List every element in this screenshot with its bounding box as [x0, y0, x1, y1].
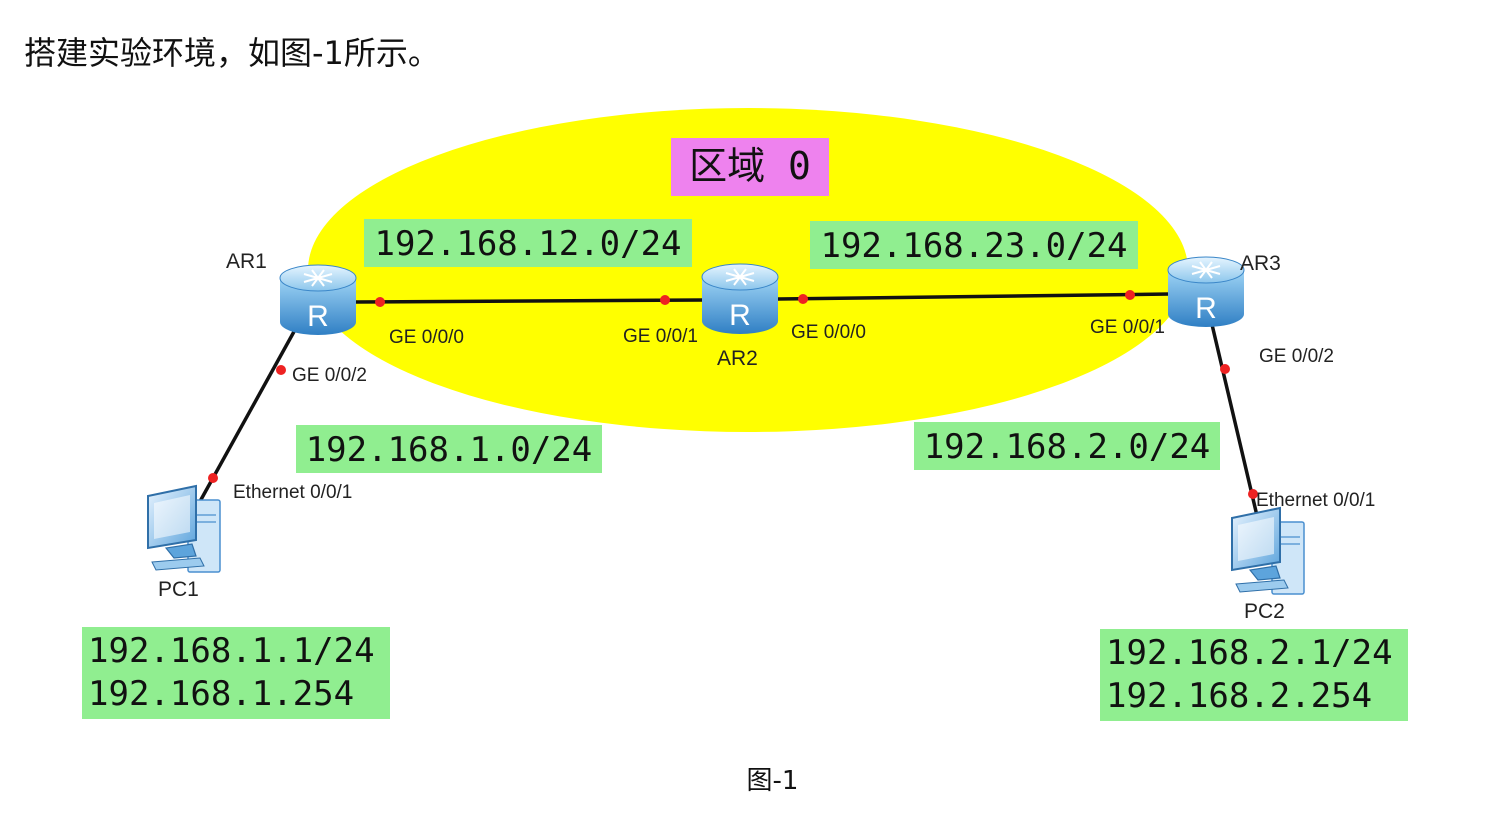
area-0-label: 区域 0 [689, 144, 811, 188]
instruction-heading: 搭建实验环境，如图-1所示。 [24, 34, 440, 72]
pc-icon [1231, 507, 1305, 595]
port-dots [208, 290, 1258, 499]
port-dot-ar3-g1 [1125, 290, 1135, 300]
port-label-ar3-g2: GE 0/0/2 [1259, 346, 1334, 367]
pc1-label: PC1 [158, 578, 199, 601]
link-ar1-ar2 [355, 298, 705, 304]
port-dot-ar1-g0 [375, 297, 385, 307]
figure-caption: 图-1 [746, 766, 799, 796]
pc-icon [147, 485, 221, 573]
port-dot-ar3-g2 [1220, 364, 1230, 374]
port-label-pc1-eth: Ethernet 0/0/1 [233, 482, 352, 503]
pc2-gateway: 192.168.2.254 [1106, 676, 1372, 716]
router-ar1-label: AR1 [226, 250, 267, 273]
subnet-ar2-ar3: 192.168.23.0/24 [820, 226, 1127, 266]
pc1-address-box [82, 627, 390, 719]
router-icon-letter: R [307, 300, 329, 333]
port-label-ar1-g2: GE 0/0/2 [292, 365, 367, 386]
router-ar3[interactable]: R [1167, 256, 1245, 328]
subnet-ar1-ar2-box [364, 219, 692, 267]
port-label-ar2-g0: GE 0/0/0 [791, 322, 866, 343]
router-ar3-label: AR3 [1240, 252, 1281, 275]
router-ar2[interactable]: R [701, 263, 779, 335]
pc2-address-box [1100, 629, 1408, 721]
port-dot-ar2-g1 [660, 295, 670, 305]
link-ar2-ar3 [777, 292, 1171, 301]
router-ar1[interactable]: R [279, 264, 357, 336]
subnet-lan2-box [914, 422, 1220, 470]
port-label-ar3-g1: GE 0/0/1 [1090, 317, 1165, 338]
pc2[interactable] [1231, 507, 1305, 595]
port-dot-pc2-eth [1248, 489, 1258, 499]
pc2-ip: 192.168.2.1/24 [1106, 633, 1393, 673]
router-icon-letter: R [729, 299, 751, 332]
router-ar2-label: AR2 [717, 347, 758, 370]
router-icon-letter: R [1195, 292, 1217, 325]
port-dot-ar1-g2 [276, 365, 286, 375]
port-dot-pc1-eth [208, 473, 218, 483]
subnet-lan1: 192.168.1.0/24 [306, 430, 593, 470]
subnet-ar1-ar2: 192.168.12.0/24 [374, 224, 681, 264]
subnet-lan1-box [296, 425, 602, 473]
link-ar3-pc2 [1208, 315, 1260, 521]
port-label-ar1-g0: GE 0/0/0 [389, 327, 464, 348]
area-0-label-box [671, 138, 829, 196]
port-label-pc2-eth: Ethernet 0/0/1 [1256, 490, 1375, 511]
pc1-ip: 192.168.1.1/24 [88, 631, 375, 671]
subnet-ar2-ar3-box [810, 221, 1138, 269]
pc1[interactable] [147, 485, 221, 573]
link-lines [196, 292, 1260, 521]
pc1-gateway: 192.168.1.254 [88, 674, 354, 714]
port-label-ar2-g1: GE 0/0/1 [623, 326, 698, 347]
pc2-label: PC2 [1244, 600, 1285, 623]
subnet-lan2: 192.168.2.0/24 [924, 427, 1211, 467]
port-dot-ar2-g0 [798, 294, 808, 304]
